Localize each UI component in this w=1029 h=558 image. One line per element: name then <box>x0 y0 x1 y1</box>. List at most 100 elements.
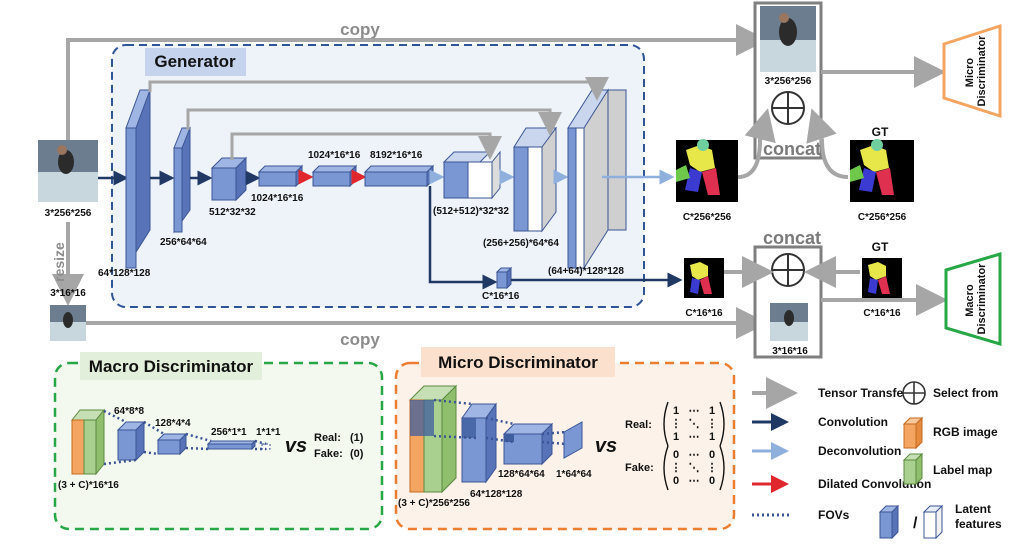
micro-real-matrix-cell: ⋮ <box>707 418 718 430</box>
micro-disc-top[interactable] <box>942 23 1002 119</box>
generator-title: Generator <box>154 52 236 71</box>
enc-block-2 <box>173 126 191 234</box>
legend-slash: / <box>913 515 918 532</box>
skip-3 <box>230 132 502 160</box>
side-out-label: C*16*16 <box>482 291 520 302</box>
skip-1 <box>148 77 609 101</box>
enc2-label: 256*64*64 <box>160 237 207 248</box>
dec1-label: (512+512)*32*32 <box>433 206 509 217</box>
macro-vs: vs <box>285 435 307 457</box>
legend-tensor-transfer: Tensor Transfer <box>818 386 908 400</box>
macro-real-val: (1) <box>350 432 364 444</box>
macro-disc-word1: Macro <box>964 284 976 317</box>
dec3-label: (64+64)*128*128 <box>548 266 624 277</box>
micro-real-matrix-cell: 1 <box>709 405 715 417</box>
dil1-label: 1024*16*16 <box>308 150 361 161</box>
side-conv-path <box>428 186 498 290</box>
output-full-label: C*256*256 <box>683 212 732 223</box>
resize-label: resize <box>51 242 67 282</box>
generator-title-bg <box>145 48 246 76</box>
macro-real-label: Real: <box>314 432 341 444</box>
macro-fake-val: (0) <box>350 448 364 460</box>
real-bottom-label: 3*16*16 <box>772 346 808 357</box>
micro-real-matrix-left-paren <box>663 401 669 447</box>
legend-label-map: Label map <box>933 463 992 477</box>
micro-disc-word2: Discriminator <box>976 35 988 107</box>
macro-layer-2 <box>156 432 188 456</box>
micro-fake-matrix-cell: ⋯ <box>689 475 700 487</box>
micro-real-matrix-cell: 1 <box>673 405 679 417</box>
micro-fake-label: Fake: <box>625 462 654 474</box>
micro-fake-matrix-cell: ⋯ <box>689 449 700 461</box>
macro-title-bg <box>80 352 262 380</box>
micro-fake-matrix-cell: 0 <box>673 475 679 487</box>
input-small-label: 3*16*16 <box>50 288 86 299</box>
micro-fake-matrix-cell: ⋮ <box>671 462 682 474</box>
micro-input-stack <box>408 384 458 494</box>
macro-input-stack <box>70 408 106 476</box>
macro-l1-label: 64*8*8 <box>114 406 144 417</box>
micro-input-label: (3 + C)*256*256 <box>398 498 470 509</box>
side-out-block <box>495 266 513 290</box>
output-label-map-full <box>676 139 738 202</box>
macro-l3-label: 256*1*1 <box>211 427 247 438</box>
micro-layer-3 <box>563 421 583 459</box>
real-image-bottom <box>770 303 808 341</box>
micro-real-matrix-cell: ⋯ <box>689 405 700 417</box>
macro-fake-label: Fake: <box>314 448 343 460</box>
micro-layer-1 <box>461 402 497 484</box>
micro-l2-label: 128*64*64 <box>498 469 545 480</box>
legend-latent-line2: features <box>955 517 1002 531</box>
dil2-label: 8192*16*16 <box>370 150 423 161</box>
legend-latent-blue-icon <box>878 504 900 540</box>
micro-fake-matrix-left-paren <box>663 445 669 491</box>
micro-real-matrix-right-paren <box>719 401 725 447</box>
enc-block-1 <box>125 88 151 270</box>
legend-latent-line1: Latent <box>955 502 991 516</box>
micro-fake-matrix-cell: ⋮ <box>707 462 718 474</box>
output-label-map-small <box>684 258 724 298</box>
macro-input-label: (3 + C)*16*16 <box>58 480 119 491</box>
real-top-label: 3*256*256 <box>765 76 812 87</box>
micro-real-matrix-cell: ⋮ <box>671 418 682 430</box>
dec-block-2 <box>513 126 557 233</box>
legend-convolution: Convolution <box>818 415 888 429</box>
micro-real-matrix-cell: 1 <box>709 431 715 443</box>
dec2-label: (256+256)*64*64 <box>483 238 559 249</box>
gt-label-map-bottom <box>862 258 902 298</box>
micro-real-matrix-cell: 1 <box>673 431 679 443</box>
micro-real-matrix: 1⋯1⋮⋱⋮1⋯1 <box>663 401 725 447</box>
gt-to-concat-top <box>806 108 849 179</box>
output-to-concat-top <box>737 108 776 179</box>
enc4-label: 1024*16*16 <box>251 193 304 204</box>
macro-disc-bottom-label: Macro Discriminator <box>964 263 988 335</box>
copy-label-top: copy <box>340 20 380 39</box>
input-image-full <box>38 140 98 202</box>
gt-bottom-label: GT <box>872 240 889 254</box>
micro-fake-matrix: 0⋯0⋮⋱⋮0⋯0 <box>663 445 725 491</box>
gt-top-label: GT <box>872 125 889 139</box>
input-image-small <box>50 305 86 341</box>
legend-deconvolution: Deconvolution <box>818 444 901 458</box>
real-image-top <box>760 6 816 72</box>
gt-bottom-dim: C*16*16 <box>863 308 901 319</box>
micro-fake-matrix-cell: ⋱ <box>689 462 700 474</box>
micro-title-bg <box>421 347 615 377</box>
legend-fovs: FOVs <box>818 508 850 522</box>
macro-layer-3 <box>206 439 257 451</box>
enc1-label: 64*128*128 <box>98 268 151 279</box>
select-from-icon-bottom <box>771 253 805 287</box>
macro-layer-1 <box>116 420 146 462</box>
legend-label-map-icon <box>902 452 924 486</box>
copy-label-bottom: copy <box>340 330 380 349</box>
micro-fake-matrix-cell: 0 <box>709 475 715 487</box>
micro-vs: vs <box>595 435 617 457</box>
legend-latent-white-icon <box>922 504 944 540</box>
skip-2 <box>186 108 562 136</box>
macro-disc-bottom[interactable] <box>944 251 1002 347</box>
enc-block-4 <box>257 164 304 188</box>
legend: Tensor Transfer Convolution Deconvolutio… <box>752 377 1002 540</box>
legend-dilated: Dilated Convolution <box>818 477 931 491</box>
